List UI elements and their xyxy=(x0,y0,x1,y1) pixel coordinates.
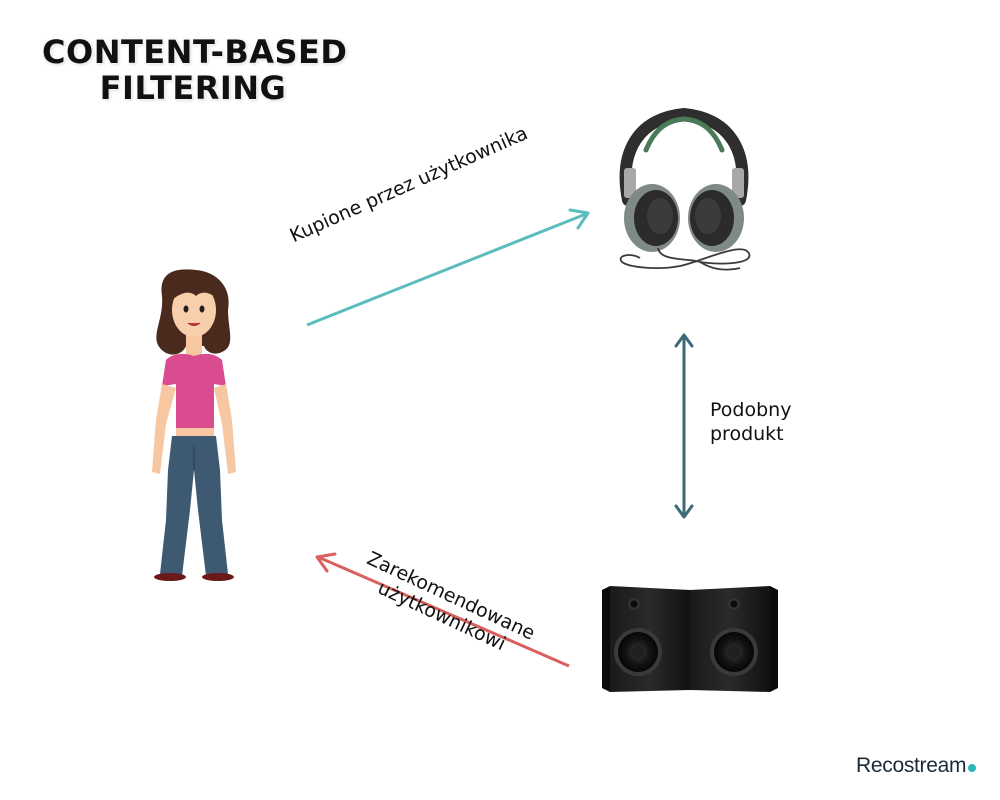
brand-name: Recostream xyxy=(856,754,967,777)
edge-label-similar-line2: produkt xyxy=(710,423,784,445)
brand-dot-icon xyxy=(968,764,977,772)
title-line-2: FILTERING xyxy=(99,69,287,107)
headphones-icon xyxy=(619,107,751,271)
page-title: CONTENT-BASED FILTERING xyxy=(42,33,348,107)
brand-logo: Recostream xyxy=(856,754,977,778)
edge-label-similar: Podobny produkt xyxy=(710,398,791,446)
arrow-recommended xyxy=(315,552,570,668)
edge-label-similar-line1: Podobny xyxy=(710,399,792,421)
speakers-icon xyxy=(602,586,778,692)
arrow-similar xyxy=(674,333,694,519)
woman-figure xyxy=(152,269,236,581)
title-line-1: CONTENT-BASED xyxy=(42,33,348,71)
arrow-bought xyxy=(306,208,590,327)
